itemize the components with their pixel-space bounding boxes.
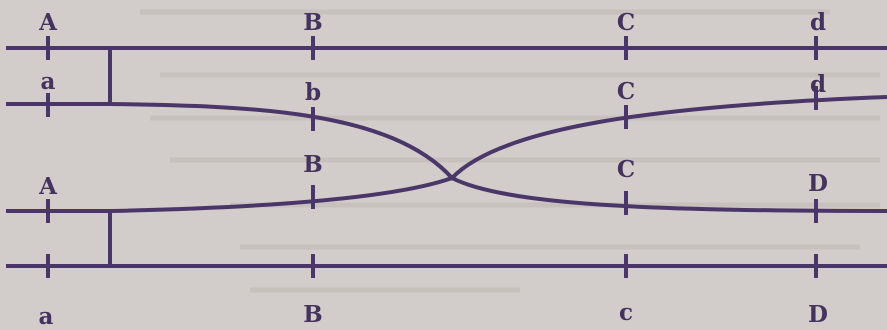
gene-loci-ticks [46, 36, 818, 278]
label-row2-a: a [41, 68, 56, 95]
label-row1-C: C [617, 9, 635, 36]
label-row3-A: A [38, 173, 58, 200]
chromatid-line-2 [6, 95, 887, 181]
label-row3-D: D [808, 170, 828, 197]
locus-labels: A B C d a b C d A B C D a B c D [38, 9, 828, 330]
label-row2-C: C [617, 78, 635, 105]
label-row1-d: d [810, 9, 826, 36]
label-row1-A: A [38, 9, 58, 36]
background-texture [140, 9, 880, 293]
label-row3-C: C [617, 156, 635, 183]
label-row2-b: b [305, 79, 321, 106]
label-row2-d: d [810, 71, 826, 98]
label-row4-B: B [303, 301, 322, 328]
chromatid-line-3 [6, 175, 887, 213]
label-row4-c: c [619, 299, 633, 326]
label-row1-B: B [303, 9, 322, 36]
label-row3-B: B [303, 151, 322, 178]
label-row4-D: D [808, 301, 828, 328]
label-row4-a: a [39, 303, 54, 330]
